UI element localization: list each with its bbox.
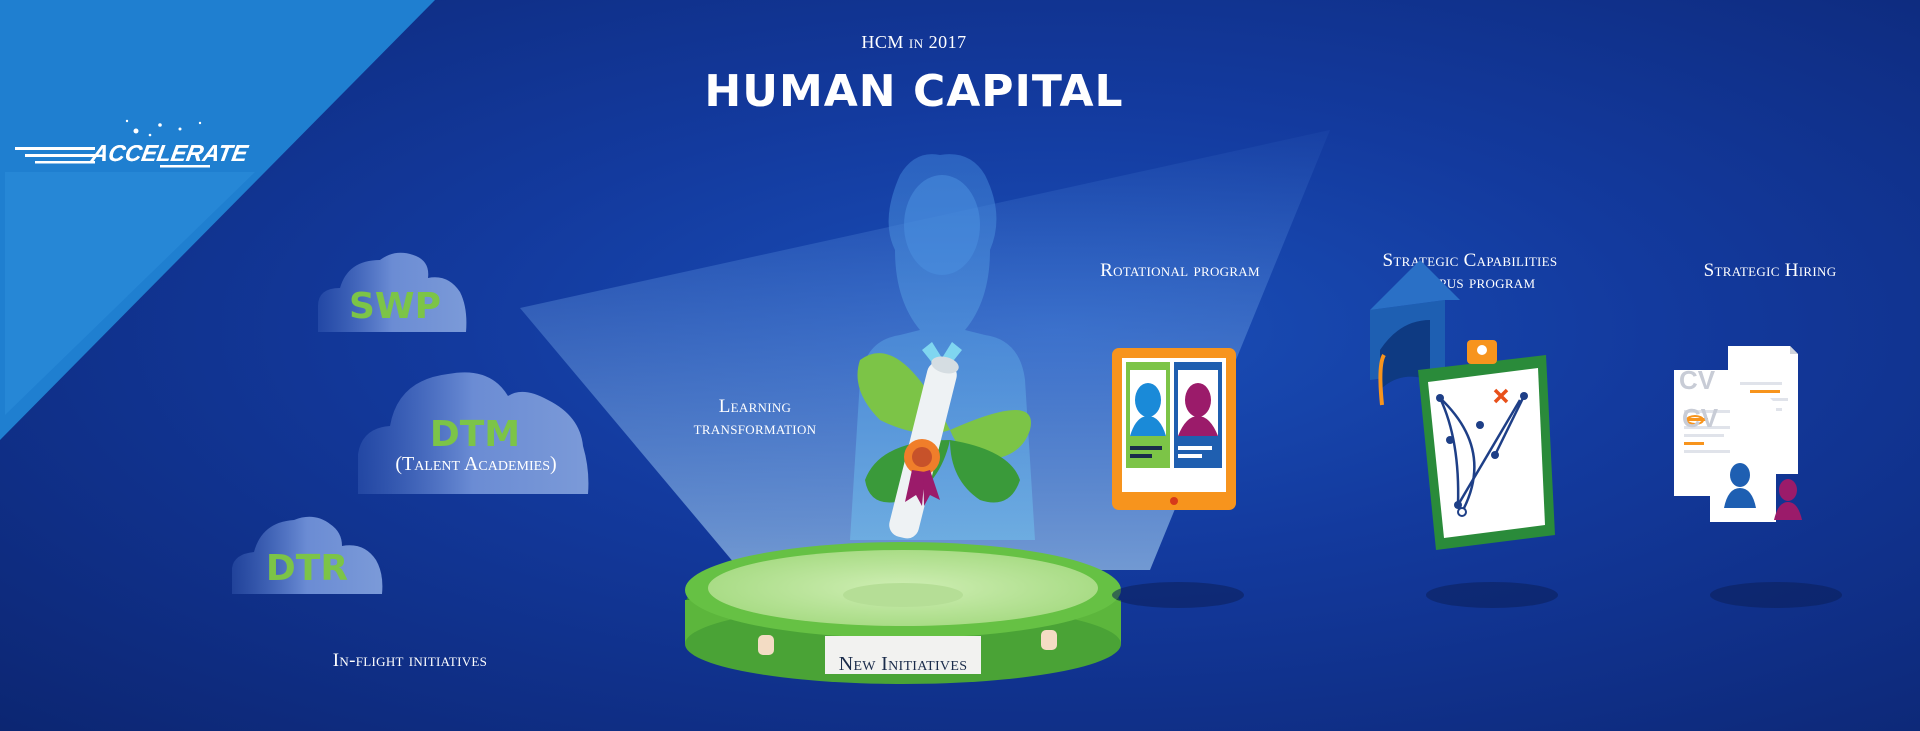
in-flight-caption: In-flight initiatives: [332, 650, 488, 671]
page-title: HUMAN CAPITAL: [704, 66, 1124, 117]
accelerate-logo-graphic: [15, 119, 210, 168]
program-label-rotational: Rotational program: [1100, 260, 1260, 281]
cloud-label-swp: SWP: [348, 286, 442, 327]
program-icons: [1112, 260, 1842, 608]
accelerate-logo: ACCELERATE: [89, 140, 250, 166]
learning-label-line2: transformation: [693, 418, 817, 439]
learning-label-line1: Learning: [718, 396, 792, 417]
tablet-icon: [1112, 348, 1236, 510]
cloud-dtr: [232, 516, 383, 594]
graduation-cap-icon: [1370, 260, 1460, 406]
program-label-strategic-hiring: Strategic Hiring: [1703, 260, 1837, 281]
learning-label: Learning transformation: [660, 396, 850, 440]
cv-label-front: CV: [1682, 403, 1719, 433]
platform-label: New Initiatives: [838, 653, 968, 675]
cv-label-back: CV: [1679, 365, 1716, 395]
page-subtitle: HCM in 2017: [861, 32, 967, 52]
cloud-label-dtr: DTR: [265, 548, 349, 589]
cv-documents-icon: [1674, 346, 1802, 522]
cloud-sublabel-dtm: (Talent Academies): [395, 453, 557, 475]
clipboard-icon: [1418, 340, 1555, 550]
corner-decoration: [0, 0, 435, 440]
program-label-strategic-capabilities-line1: Strategic Capabilities: [1382, 250, 1558, 271]
cloud-dtm: [358, 372, 589, 494]
cloud-swp: [318, 252, 467, 332]
cloud-label-dtm: DTM: [429, 414, 521, 455]
